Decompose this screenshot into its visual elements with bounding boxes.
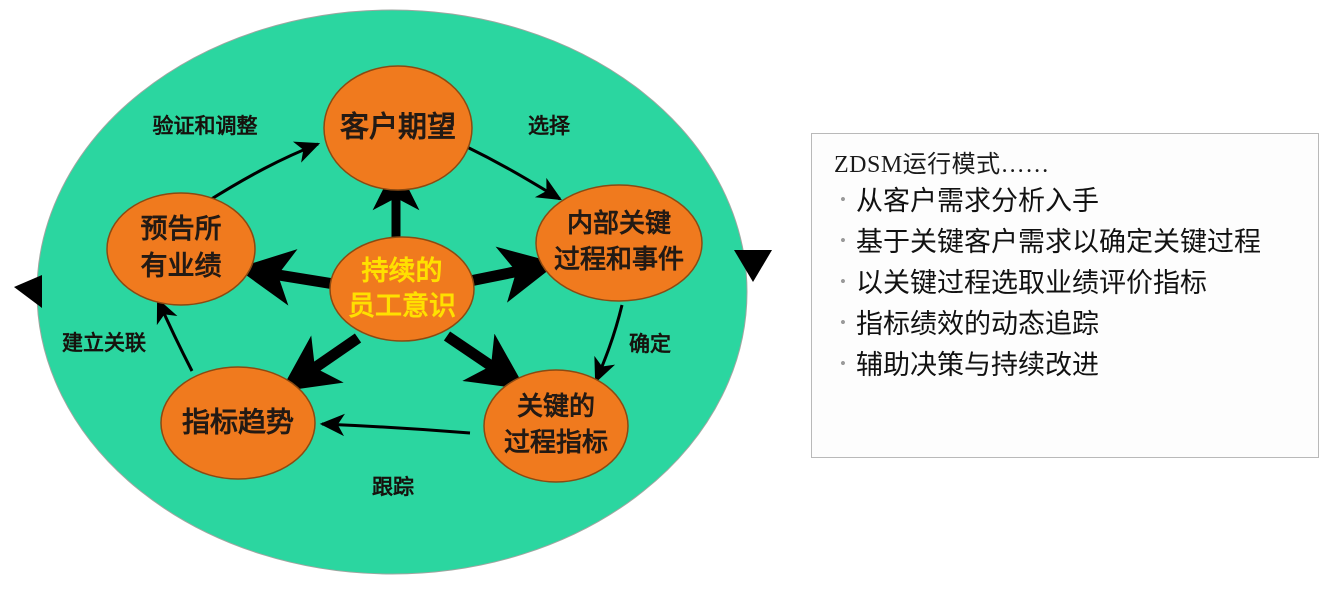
panel-bullet-list: • 从客户需求分析入手 • 基于关键客户需求以确定关键过程 • 以关键过程选取业… (830, 188, 1304, 379)
zdsm-cycle-diagram: 客户期望 内部关键 过程和事件 关键的 过程指标 指标趋势 (14, 9, 772, 575)
radial-arrow-to-forecast-performance (236, 249, 335, 306)
bullet-icon: • (840, 190, 846, 210)
list-item: • 基于关键客户需求以确定关键过程 (830, 229, 1304, 256)
list-item: • 辅助决策与持续改进 (830, 352, 1304, 379)
node-key-process-indicator[interactable]: 关键的 过程指标 (483, 369, 629, 483)
cycle-direction-marker-left (14, 275, 42, 308)
panel-title: ZDSM运行模式…… (834, 152, 1050, 178)
node-internal-key-process[interactable]: 内部关键 过程和事件 (535, 184, 703, 302)
edge-verify-adjust (204, 141, 321, 205)
list-item: • 指标绩效的动态追踪 (830, 311, 1304, 338)
list-item: • 以关键过程选取业绩评价指标 (830, 270, 1304, 297)
zdsm-summary-panel: ZDSM运行模式…… • 从客户需求分析入手 • 基于关键客户需求以确定关键过程… (811, 133, 1319, 458)
edge-determine (594, 304, 624, 384)
node-center-employee-awareness[interactable]: 持续的 员工意识 (329, 236, 475, 342)
radial-arrow-to-internal-key-process (468, 246, 558, 303)
bullet-icon: • (840, 354, 846, 374)
radial-arrow-to-indicator-trend (280, 333, 362, 392)
bullet-icon: • (840, 313, 846, 333)
node-indicator-trend[interactable]: 指标趋势 (160, 366, 316, 480)
list-item: • 从客户需求分析入手 (830, 188, 1304, 215)
bullet-icon: • (840, 231, 846, 251)
radial-arrow-to-key-process-indicator (443, 331, 526, 390)
list-item-label: 从客户需求分析入手 (856, 186, 1099, 217)
edge-select (464, 144, 562, 201)
edge-track (319, 413, 471, 437)
list-item-label: 指标绩效的动态追踪 (856, 309, 1099, 340)
node-customer-expectation[interactable]: 客户期望 (323, 65, 473, 191)
cycle-direction-marker-right (734, 250, 772, 282)
bullet-icon: • (840, 272, 846, 292)
edge-establish-link (156, 297, 194, 372)
list-item-label: 辅助决策与持续改进 (856, 350, 1099, 381)
node-forecast-performance[interactable]: 预告所 有业绩 (106, 192, 256, 306)
list-item-label: 基于关键客户需求以确定关键过程 (856, 227, 1261, 258)
list-item-label: 以关键过程选取业绩评价指标 (856, 268, 1207, 299)
